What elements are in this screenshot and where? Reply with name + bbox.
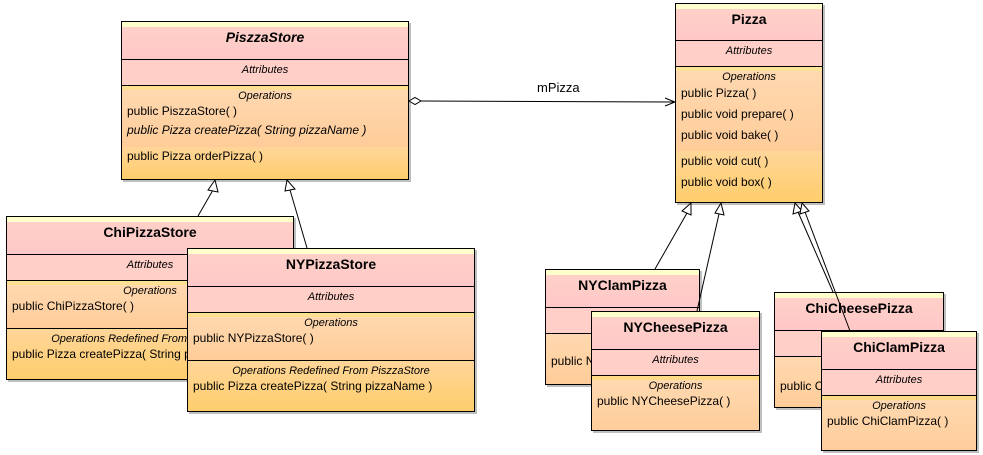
operation-abstract: public Pizza createPizza( String pizzaNa… [127,123,367,137]
generalization-line [197,189,214,217]
operation: public void cut( ) [681,154,769,168]
class-chiclampizza[interactable]: ChiClamPizza Attributes Operations publi… [821,331,977,451]
class-name: ChiCheesePizza [775,293,943,331]
operations-label: Operations [238,90,292,102]
aggregation-diamond-icon [408,96,422,106]
generalization-arrow-icon [792,201,803,215]
operation: public NYPizzaStore( ) [193,331,314,345]
operations-section: Operations public NYPizzaStore( ) [188,317,474,360]
class-name: Pizza [676,4,822,41]
generalization-arrow-icon [207,178,219,193]
class-nypizzastore[interactable]: NYPizzaStore Attributes Operations publi… [187,248,475,412]
redefined-section: Operations Redefined From PiszzaStore pu… [188,360,474,411]
generalization-line [696,213,720,312]
operations-section: Operations public NYCheesePizza( ) [592,380,759,430]
operations-label: Operations [722,71,776,83]
attributes-label: Attributes [822,370,976,396]
attributes-label: Attributes [676,41,822,67]
generalization-arrow-icon [799,201,810,215]
operation: public void bake( ) [681,128,779,142]
generalization-arrow-icon [681,201,692,216]
class-name: NYClamPizza [546,270,699,308]
generalization-arrow-icon [284,178,296,192]
operation: public PiszzaStore( ) [127,104,238,118]
operations-section: Operations public Pizza( ) public void p… [676,71,822,151]
generalization-arrow-icon [714,201,725,216]
operation: public void box( ) [681,175,772,189]
class-piszzastore[interactable]: PiszzaStore Attributes Operations public… [121,21,409,180]
association-label: mPizza [537,80,580,95]
generalization-line [654,212,688,270]
operations-section: Operations public ChiClamPizza( ) [822,400,976,450]
class-nycheesepizza[interactable]: NYCheesePizza Attributes Operations publ… [591,311,760,431]
operation: public ChiClamPizza( ) [827,414,949,428]
class-pizza[interactable]: Pizza Attributes Operations public Pizza… [675,3,823,203]
association-arrowhead-icon [664,97,677,107]
operation: public Pizza( ) [681,86,757,100]
generalization-line [797,211,834,293]
class-name: NYCheesePizza [592,312,759,350]
operations-label: Operations [304,317,358,329]
operations-section-lower: public void cut( ) public void box( ) [676,151,822,202]
operations-label: Operations [648,380,703,392]
attributes-label: Attributes [592,350,759,376]
class-name: PiszzaStore [122,22,408,60]
redefined-label: Operations Redefined From PiszzaStore [232,365,430,377]
class-name: ChiPizzaStore [7,217,293,255]
operation: public ChiPizzaStore( ) [12,299,135,313]
attributes-label: Attributes [122,60,408,86]
association-line [420,100,676,103]
operations-label: Operations [872,400,926,412]
operation: public void prepare( ) [681,107,794,121]
operations-label: Operations [123,285,177,297]
operations-section: Operations public PiszzaStore( ) public … [122,90,408,147]
operation: public Pizza orderPizza( ) [122,147,408,179]
operation: public NYCheesePizza( ) [597,394,731,408]
class-name: ChiClamPizza [822,332,976,370]
operation: public Pizza createPizza( String pizzaNa… [193,379,433,393]
class-name: NYPizzaStore [188,249,474,287]
attributes-label: Attributes [188,287,474,313]
